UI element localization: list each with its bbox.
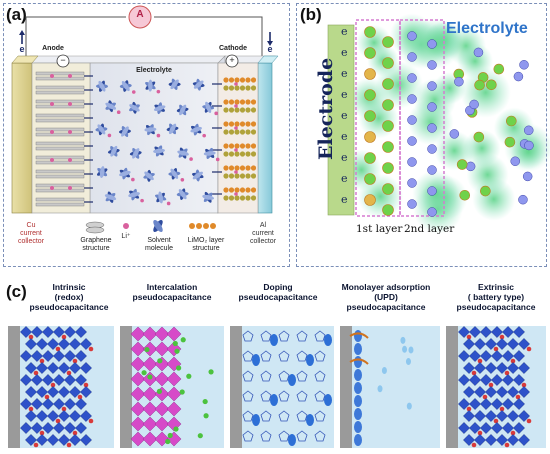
anode-minus-sign: − <box>60 55 66 65</box>
panel-b <box>296 3 547 267</box>
electron-label: e <box>341 88 348 101</box>
legend-li-label: Li⁺ <box>121 233 131 240</box>
electron-label-left: e <box>19 44 25 54</box>
electron-label: e <box>341 193 348 206</box>
electron-label: e <box>341 130 348 143</box>
electrolyte-label-b: Electrolyte <box>446 20 528 37</box>
anode-label: Anode <box>42 45 64 52</box>
electrode-label: Electrode <box>315 57 337 160</box>
legend-solvent-label: Solvent molecule <box>144 237 173 252</box>
panel-c-tag: (c) <box>6 282 27 301</box>
electron-label: e <box>341 25 348 38</box>
legend-graphene-label: Graphene structure <box>80 237 112 252</box>
cathode-label: Cathode <box>219 45 247 52</box>
legend-limo-label: LiMO₂ layer structure <box>187 237 225 252</box>
electrolyte-label: Electrolyte <box>136 67 172 74</box>
al-collector-label: Al current collector <box>249 222 277 245</box>
first-layer-label: 1st layer <box>356 223 403 235</box>
panel-b-tag: (b) <box>300 5 322 24</box>
header-doping: Doping pseudocapacitance <box>238 282 318 302</box>
second-layer-label: 2nd layer <box>404 223 455 235</box>
header-intrinsic: Intrinsic (redox) pseudocapacitance <box>29 282 109 312</box>
electron-label: e <box>341 172 348 185</box>
header-monolayer: Monolayer adsorption (UPD) pseudocapacit… <box>341 282 431 312</box>
header-extrinsic: Extrinsic ( battery type) pseudocapacita… <box>456 282 536 312</box>
electron-label: e <box>341 151 348 164</box>
cathode-plus-sign: + <box>229 55 235 65</box>
header-intercalation: Intercalation pseudocapacitance <box>132 282 212 302</box>
electron-label: e <box>341 67 348 80</box>
cu-collector-label: Cu current collector <box>17 222 45 245</box>
electron-label-right: e <box>267 44 273 54</box>
ammeter-label: A <box>136 9 144 20</box>
panel-a <box>3 3 290 267</box>
panel-a-tag: (a) <box>6 5 27 24</box>
electron-label: e <box>341 46 348 59</box>
electron-label: e <box>341 109 348 122</box>
